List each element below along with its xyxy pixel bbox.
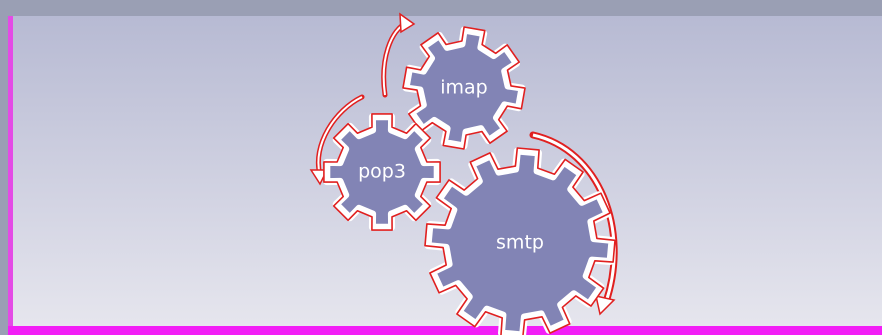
smtp-gear-label: smtp: [496, 232, 544, 254]
accent-bar: [8, 326, 882, 335]
imap-gear: imap: [402, 26, 526, 150]
smtp-arrow-head: [595, 295, 616, 316]
rotation-arrows: [309, 12, 618, 316]
pop3-gear-outline: [323, 113, 441, 231]
pop3-gear: pop3: [323, 113, 441, 231]
imap-gear-outline: [402, 26, 526, 150]
smtp-gear-outline: [424, 147, 616, 335]
imap-arrow-head: [399, 12, 416, 34]
pop3-gear-label: pop3: [358, 161, 406, 183]
smtp-gear-shape: [424, 147, 616, 335]
imap-gear-label: imap: [440, 77, 488, 99]
smtp-gear: smtp: [424, 147, 616, 335]
